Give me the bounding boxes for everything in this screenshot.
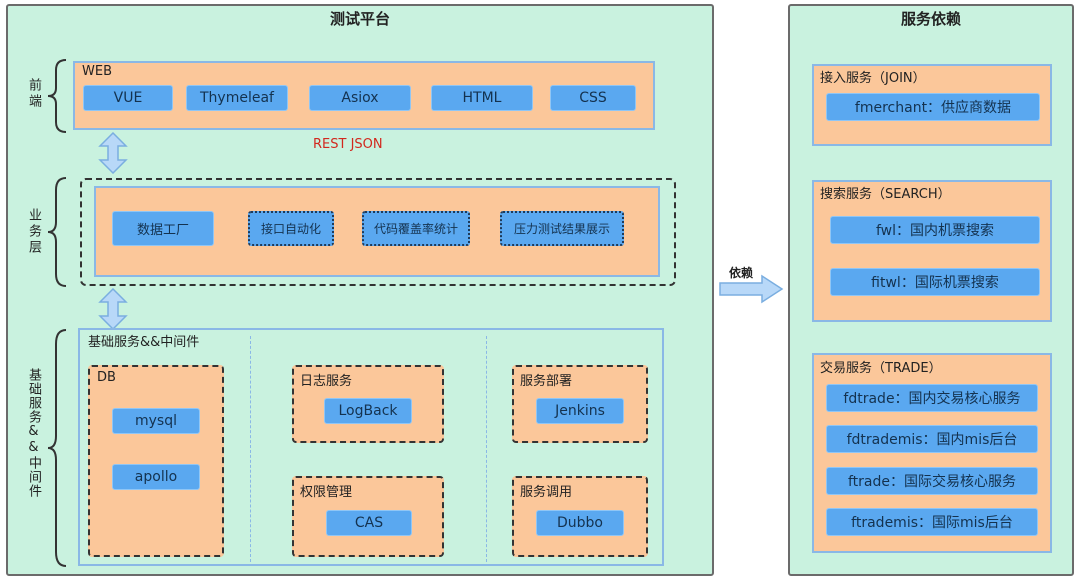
trade-chip-fdtrade: fdtrade：国内交易核心服务 (826, 384, 1038, 412)
auth-chip-cas: CAS (326, 510, 412, 536)
trade-service-label: 交易服务（TRADE） (820, 361, 942, 376)
db-chip-mysql: mysql (112, 408, 200, 434)
infra-side-label: 基础服务&&中间件 (26, 368, 41, 498)
search-chip-fwl: fwl：国内机票搜索 (830, 216, 1040, 244)
db-label: DB (97, 370, 116, 385)
biz-chip-code-coverage: 代码覆盖率统计 (362, 211, 470, 246)
frontend-chip-html: HTML (431, 85, 533, 111)
test-platform-title: 测试平台 (329, 10, 390, 28)
biz-chip-data-factory: 数据工厂 (112, 211, 214, 246)
service-dependency-title: 服务依赖 (900, 10, 961, 28)
deploy-chip-jenkins: Jenkins (536, 398, 624, 424)
double-arrow-icon (98, 132, 128, 174)
db-box (88, 365, 224, 557)
left-curly-brace-icon (47, 177, 67, 287)
biz-chip-api-automation: 接口自动化 (248, 211, 334, 246)
join-chip-fmerchant: fmerchant：供应商数据 (826, 93, 1040, 121)
search-service-label: 搜索服务（SEARCH） (820, 187, 951, 202)
frontend-chip-css: CSS (550, 85, 636, 111)
biz-chip-stress-test-report: 压力测试结果展示 (500, 211, 624, 246)
db-chip-apollo: apollo (112, 464, 200, 490)
business-layer-outline (80, 178, 676, 286)
rest-json-label: REST JSON (313, 137, 383, 152)
rpc-label: 服务调用 (520, 485, 573, 500)
business-side-label: 业务层 (26, 208, 41, 256)
right-arrow-icon (719, 274, 784, 304)
auth-label: 权限管理 (300, 485, 353, 500)
trade-chip-ftrademis: ftrademis：国际mis后台 (826, 508, 1038, 536)
double-arrow-icon (98, 288, 128, 330)
infra-layer-box (78, 328, 664, 566)
frontend-side-label: 前端 (26, 78, 41, 110)
search-service-box (812, 180, 1052, 322)
rpc-chip-dubbo: Dubbo (536, 510, 624, 536)
infra-divider (486, 336, 487, 562)
trade-chip-fdtrademis: fdtrademis：国内mis后台 (826, 425, 1038, 453)
left-curly-brace-icon (47, 329, 67, 567)
frontend-chip-vue: VUE (83, 85, 173, 111)
log-chip-logback: LogBack (324, 398, 412, 424)
frontend-chip-asiox: Asiox (309, 85, 411, 111)
left-curly-brace-icon (47, 59, 67, 133)
infra-divider (250, 336, 251, 562)
frontend-chip-thymeleaf: Thymeleaf (186, 85, 288, 111)
log-service-label: 日志服务 (300, 374, 353, 389)
join-service-label: 接入服务（JOIN） (820, 71, 926, 86)
deploy-label: 服务部署 (520, 374, 573, 389)
web-group-label: WEB (82, 64, 112, 79)
dependency-arrow-label: 依赖 (729, 266, 754, 280)
infra-group-label: 基础服务&&中间件 (88, 335, 200, 350)
trade-chip-ftrade: ftrade：国际交易核心服务 (826, 467, 1038, 495)
search-chip-fitwl: fitwl：国际机票搜索 (830, 268, 1040, 296)
